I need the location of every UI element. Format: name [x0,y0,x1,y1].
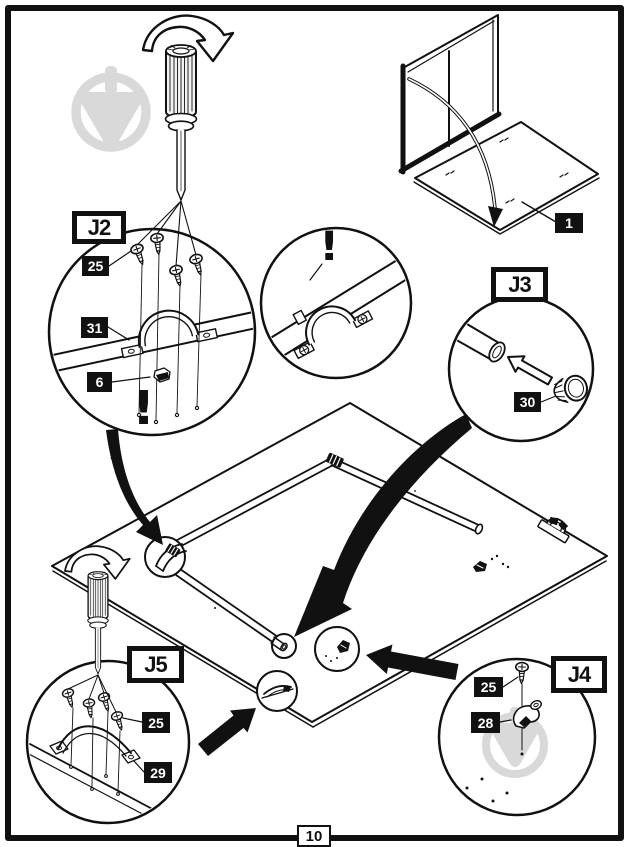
screw-fan-lines [67,674,117,713]
part-label-6: 6 [87,372,112,392]
step-j4-detail [437,657,597,817]
part-label-1: 1 [555,213,583,233]
step-j3-detail [447,295,595,443]
board-hole-marks [445,137,569,204]
tube-clamp-icon [120,309,219,359]
attention-mark: ! [319,224,340,270]
board-flip-inset [398,14,600,235]
attention-mark: ! [131,381,156,435]
bend-clamp-icon [325,452,344,468]
part-label-25-j5: 25 [142,712,170,733]
insert-arrow-icon [507,355,553,386]
step-label-j4: J4 [551,656,607,693]
step-label-j2: J2 [72,211,126,244]
screw-drop-lines [138,253,202,421]
handle-position-circle [256,670,298,712]
tube-frame [165,452,484,644]
board-dots [465,777,509,803]
tube-elbow-detail-circle [144,536,187,578]
arrow-j4-to-clip [366,644,459,680]
label-leader-lines [107,250,557,773]
page-number: 10 [297,825,331,847]
arrow-j3-to-tube-end [294,414,472,637]
installed-clamp-icon [292,305,374,360]
part-label-29: 29 [144,762,172,783]
part-label-30: 30 [514,392,541,412]
brand-watermark-icon [71,66,151,152]
flip-arrow-icon [407,77,503,227]
step-j5-detail [25,659,191,825]
part-label-31: 31 [81,317,108,338]
clamp-closeup-detail [259,226,413,380]
tube-end-detail-circle [270,633,297,659]
step-label-j5: J5 [127,646,184,683]
inset-board [414,121,599,231]
screwdriver-bottom [64,545,131,713]
screwdriver-icon [87,571,109,675]
part-label-25-j4: 25 [474,677,503,697]
leader-part-1 [521,201,557,223]
step-label-j3: J3 [491,267,548,302]
nut-icon [153,367,171,383]
screwdriver-icon [164,44,198,201]
end-cap-icon [553,374,588,403]
elbow-clamp-icon [165,543,181,558]
arrow-j5-to-handle [198,708,256,756]
clamp-tab [292,309,307,326]
screwdriver-top [136,14,235,267]
main-board [51,402,608,728]
handle-part-icon [49,725,141,764]
part-label-25-j2: 25 [82,256,109,276]
tube-open-end [474,523,484,535]
part-label-28: 28 [471,712,500,733]
edge-bracket [537,516,570,544]
clip-position-circle [314,626,360,672]
arrow-j2-to-elbow [106,429,163,545]
clip-part-icon [512,699,542,729]
small-clip-on-board [473,561,487,572]
screw-fan-lines [136,200,197,267]
board-dots [490,554,510,569]
